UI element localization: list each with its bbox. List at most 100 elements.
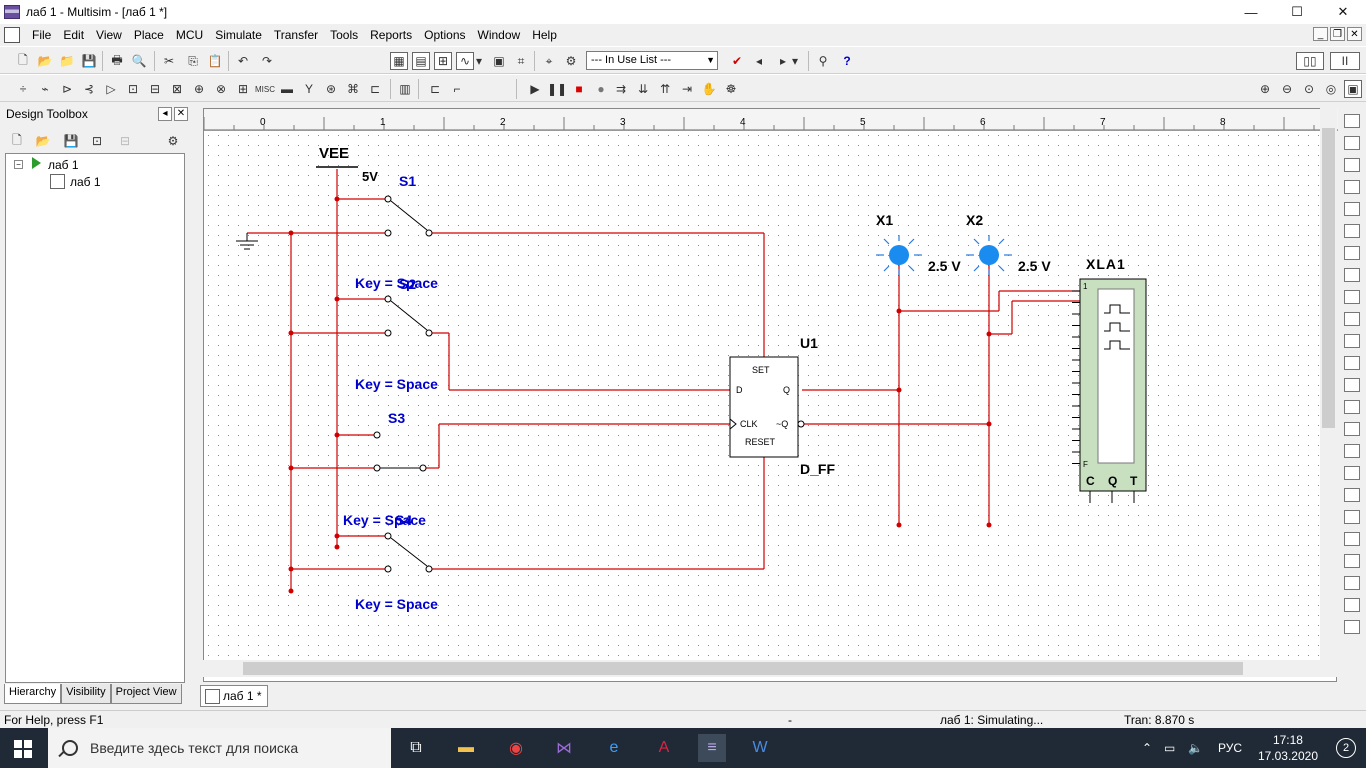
copy-icon[interactable]: ⎘	[188, 53, 198, 68]
toggle-toolbox-icon[interactable]: ▦	[390, 52, 408, 70]
tab-hierarchy[interactable]: Hierarchy	[4, 684, 62, 704]
print-preview-icon[interactable]: 🔍	[131, 54, 147, 68]
place-analog-icon[interactable]: ▷	[106, 82, 116, 96]
menu-reports[interactable]: Reports	[370, 28, 413, 42]
probe-x2[interactable]: X2 2.5 V	[966, 212, 1051, 275]
back-annotate-icon[interactable]: ⚙	[565, 54, 577, 68]
menu-help[interactable]: Help	[532, 28, 557, 42]
menu-place[interactable]: Place	[133, 28, 164, 42]
full-screen-icon[interactable]: ▣	[1344, 80, 1362, 98]
place-connector-icon[interactable]: ⊏	[369, 82, 381, 96]
zoom-in-icon[interactable]: ⊕	[1259, 82, 1271, 96]
edge-icon[interactable]: e	[609, 739, 619, 756]
undo-icon[interactable]: ↶	[237, 54, 249, 68]
step-over-icon[interactable]: ⇉	[615, 82, 627, 96]
chevron-down-icon[interactable]: ▾	[475, 54, 483, 68]
volume-icon[interactable]: 🔈	[1188, 741, 1203, 755]
zoom-out-icon[interactable]: ⊖	[1281, 82, 1293, 96]
place-power-icon[interactable]: ⊞	[237, 82, 249, 96]
notifications-icon[interactable]: 2	[1336, 738, 1356, 758]
instrument-icon[interactable]	[1344, 598, 1360, 612]
taskbar-search-box[interactable]: Введите здесь текст для поиска	[48, 728, 391, 768]
place-misc-icon[interactable]: MISC	[255, 84, 275, 94]
hierarchical-block-icon[interactable]: ⊏	[429, 82, 441, 96]
menu-file[interactable]: File	[32, 28, 52, 42]
switch-s4[interactable]	[384, 532, 433, 573]
component-wizard-icon[interactable]: ⌗	[517, 53, 525, 68]
toggle-breakpoint-icon[interactable]: ✋	[701, 82, 717, 96]
instrument-icon[interactable]	[1344, 158, 1360, 172]
database-icon[interactable]: ⊞	[434, 52, 452, 70]
zoom-fit-icon[interactable]: ◎	[1325, 82, 1337, 96]
place-transistor-icon[interactable]: ⊰	[83, 82, 95, 96]
delete-sheet-icon[interactable]: ⊟	[119, 134, 131, 148]
chevron-down-icon[interactable]: ▾	[791, 54, 799, 68]
network-icon[interactable]: ▭	[1164, 741, 1176, 755]
task-view-icon[interactable]: ⧉	[410, 739, 422, 756]
tree-item-sheet[interactable]: лаб 1	[70, 175, 101, 189]
switch-s3[interactable]	[373, 431, 427, 472]
instrument-icon[interactable]	[1344, 576, 1360, 590]
transfer-ultiboard-icon[interactable]: ◂	[755, 54, 763, 68]
redo-icon[interactable]: ↷	[261, 54, 273, 68]
menu-view[interactable]: View	[96, 28, 122, 42]
menu-window[interactable]: Window	[477, 28, 521, 42]
dock-arrow-icon[interactable]: ◂	[158, 107, 172, 121]
chevron-up-icon[interactable]: ⌃	[1142, 741, 1153, 755]
visual-studio-icon[interactable]: ⋈	[556, 740, 572, 757]
cut-icon[interactable]: ✂	[163, 54, 175, 68]
instrument-icon[interactable]	[1344, 532, 1360, 546]
instrument-icon[interactable]	[1344, 620, 1360, 634]
instrument-icon[interactable]	[1344, 422, 1360, 436]
remove-breakpoints-icon[interactable]: ☸	[725, 82, 737, 96]
word-icon[interactable]: W	[752, 739, 768, 756]
logic-analyzer-xla1[interactable]: XLA1 1 F C Q T	[1072, 256, 1147, 503]
place-misc-digital-icon[interactable]: ⊠	[171, 82, 183, 96]
instrument-icon[interactable]	[1344, 554, 1360, 568]
place-ni-icon[interactable]: ⌘	[347, 82, 359, 96]
schematic-workspace[interactable]: 0 1 2 3 4 5 6 7 8	[203, 108, 1338, 682]
run-to-cursor-icon[interactable]: ⇥	[681, 82, 693, 96]
new-folder-icon[interactable]: 🗋	[12, 132, 22, 147]
instrument-icon[interactable]	[1344, 246, 1360, 260]
instrument-icon[interactable]	[1344, 312, 1360, 326]
instrument-icon[interactable]	[1344, 114, 1360, 128]
probe-x1[interactable]: X1 2.5 V	[876, 212, 961, 275]
step-out-icon[interactable]: ⇈	[659, 82, 671, 96]
instrument-icon[interactable]	[1344, 378, 1360, 392]
new-file-icon[interactable]: 🗋	[18, 52, 28, 67]
language-indicator[interactable]: РУС	[1218, 741, 1243, 755]
spreadsheet-icon[interactable]: ▤	[412, 52, 430, 70]
instrument-icon[interactable]	[1344, 290, 1360, 304]
instrument-icon[interactable]	[1344, 334, 1360, 348]
instrument-icon[interactable]	[1344, 268, 1360, 282]
chrome-icon[interactable]: ◉	[509, 740, 523, 757]
tab-project-view[interactable]: Project View	[110, 684, 182, 704]
forward-annotate-icon[interactable]: ▸	[779, 54, 787, 68]
close-button[interactable]: ✕	[1337, 4, 1349, 19]
switch-s2[interactable]	[384, 295, 433, 337]
switch-s1[interactable]	[384, 195, 433, 237]
pause-panel-icon[interactable]: II	[1330, 52, 1360, 70]
place-source-icon[interactable]: ÷	[19, 82, 27, 96]
open-project-icon[interactable]: 📂	[35, 134, 51, 148]
in-use-list-select[interactable]: --- In Use List --- ▼	[586, 51, 718, 70]
close-toolbox-icon[interactable]: ✕	[174, 107, 188, 121]
document-icon[interactable]	[4, 27, 20, 43]
project-settings-icon[interactable]: ⚙	[167, 134, 179, 148]
zoom-area-icon[interactable]: ⊙	[1303, 82, 1315, 96]
run-simulation-icon[interactable]: ▶	[530, 82, 540, 96]
bus-icon[interactable]: ⌐	[453, 82, 461, 96]
pause-simulation-icon[interactable]: ❚❚	[546, 82, 568, 96]
collapse-toggle[interactable]: −	[14, 160, 23, 169]
menu-tools[interactable]: Tools	[330, 28, 359, 42]
mdi-restore-button[interactable]: ❐	[1330, 27, 1345, 41]
save-project-icon[interactable]: 💾	[63, 134, 79, 148]
erc-icon[interactable]: ✔	[731, 54, 743, 68]
vertical-scroll-thumb[interactable]	[1322, 128, 1335, 428]
pause-at-breakpoint-icon[interactable]: ●	[597, 82, 605, 96]
mdi-close-button[interactable]: ✕	[1347, 27, 1362, 41]
ground-symbol[interactable]	[236, 233, 258, 250]
menu-edit[interactable]: Edit	[63, 28, 85, 42]
instrument-icon[interactable]	[1344, 224, 1360, 238]
